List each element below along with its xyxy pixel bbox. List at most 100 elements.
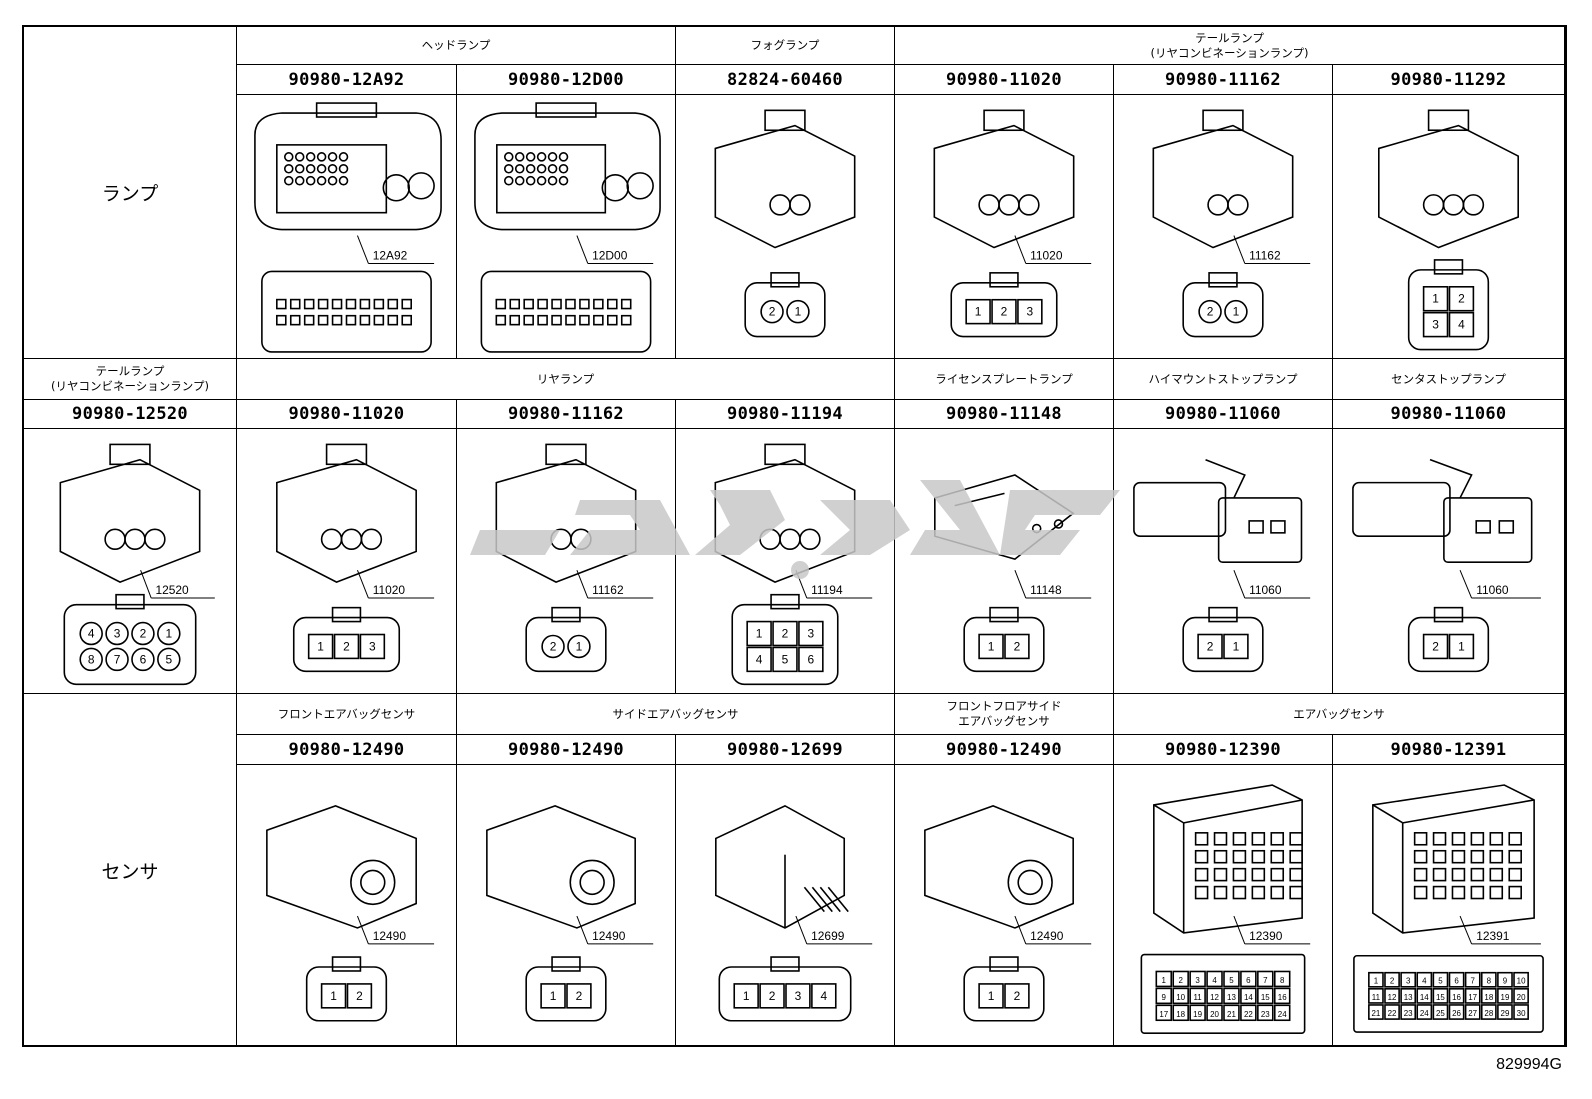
pin-number: 20	[1210, 1010, 1219, 1019]
pin-number: 1	[1432, 292, 1439, 306]
pin-number: 5	[1438, 977, 1443, 986]
pin-number: 30	[1517, 1009, 1526, 1018]
row-label: センサ	[24, 694, 237, 1047]
category-header: ヘッドランプ	[237, 27, 676, 65]
pin-number: 3	[808, 626, 815, 640]
callout-label: 12390	[1249, 929, 1283, 943]
part-number: 90980-12390	[1114, 735, 1333, 765]
part-number: 90980-11060	[1333, 400, 1565, 429]
pin-number: 3	[1027, 305, 1034, 319]
pin-number: 2	[140, 626, 147, 640]
pin-number: 27	[1468, 1009, 1477, 1018]
part-number: 90980-11020	[237, 400, 457, 429]
pin-number: 16	[1278, 993, 1287, 1002]
pin-number: 6	[1246, 976, 1251, 985]
part-number: 90980-12D00	[457, 65, 676, 95]
callout-label: 11194	[811, 583, 843, 597]
pin-number: 3	[369, 639, 376, 653]
pin-number: 1	[1233, 639, 1240, 653]
connector-illustration: 12A92	[237, 95, 457, 359]
pin-number: 9	[1162, 993, 1167, 1002]
category-header: フロントエアバッグセンサ	[237, 694, 457, 735]
pin-number: 3	[1195, 976, 1200, 985]
pin-number: 5	[782, 652, 789, 666]
pin-number: 11	[1193, 993, 1202, 1002]
pin-number: 18	[1484, 993, 1493, 1002]
pin-number: 2	[550, 639, 557, 653]
pin-number: 2	[576, 989, 583, 1003]
pin-number: 1	[576, 639, 583, 653]
part-number: 90980-11060	[1114, 400, 1333, 429]
pin-number: 1	[988, 639, 995, 653]
part-number: 90980-12699	[676, 735, 895, 765]
pin-number: 1	[756, 626, 763, 640]
category-header: センタストップランプ	[1333, 359, 1565, 400]
pin-number: 4	[756, 652, 763, 666]
category-header: フロントフロアサイド エアバッグセンサ	[895, 694, 1114, 735]
pin-number: 1	[1162, 976, 1167, 985]
callout-label: 11060	[1476, 583, 1509, 597]
pin-number: 2	[356, 989, 363, 1003]
pin-number: 3	[1406, 977, 1411, 986]
pin-number: 2	[1014, 639, 1021, 653]
pin-number: 21	[1371, 1009, 1380, 1018]
pin-number: 15	[1436, 993, 1445, 1002]
category-header: ライセンスプレートランプ	[895, 359, 1114, 400]
callout-label: 12490	[373, 929, 407, 943]
part-number: 90980-11020	[895, 65, 1114, 95]
category-header: テールランプ (リヤコンビネーションランプ)	[24, 359, 237, 400]
part-number: 90980-11194	[676, 400, 895, 429]
pin-number: 1	[330, 989, 337, 1003]
part-number: 90980-12520	[24, 400, 237, 429]
pin-number: 4	[1458, 318, 1465, 332]
callout-label: 12391	[1476, 929, 1510, 943]
pin-number: 10	[1176, 993, 1185, 1002]
pin-number: 1	[165, 626, 172, 640]
category-header: エアバッグセンサ	[1114, 694, 1565, 735]
pin-number: 22	[1244, 1010, 1253, 1019]
pin-number: 23	[1261, 1010, 1270, 1019]
pin-number: 11	[1372, 993, 1381, 1002]
pin-number: 13	[1227, 993, 1236, 1002]
pin-number: 4	[821, 989, 828, 1003]
pin-number: 5	[165, 652, 172, 666]
callout-label: 12D00	[592, 248, 628, 262]
pin-number: 14	[1244, 993, 1253, 1002]
pin-number: 19	[1501, 993, 1510, 1002]
pin-number: 8	[1487, 977, 1492, 986]
pin-number: 12	[1388, 993, 1397, 1002]
pin-number: 4	[1422, 977, 1427, 986]
callout-label: 11162	[1249, 248, 1281, 262]
connector-illustration: 12D00	[457, 95, 676, 359]
pin-number: 6	[808, 652, 815, 666]
pin-number: 3	[1432, 318, 1439, 332]
pin-number: 3	[114, 626, 121, 640]
pin-number: 17	[1159, 1010, 1168, 1019]
pin-number: 1	[988, 989, 995, 1003]
pin-number: 2	[769, 305, 776, 319]
pin-number: 9	[1503, 977, 1508, 986]
row-label: ランプ	[24, 27, 237, 359]
pin-number: 6	[140, 652, 147, 666]
headlamp-connector-icon: 12A92	[254, 102, 442, 353]
